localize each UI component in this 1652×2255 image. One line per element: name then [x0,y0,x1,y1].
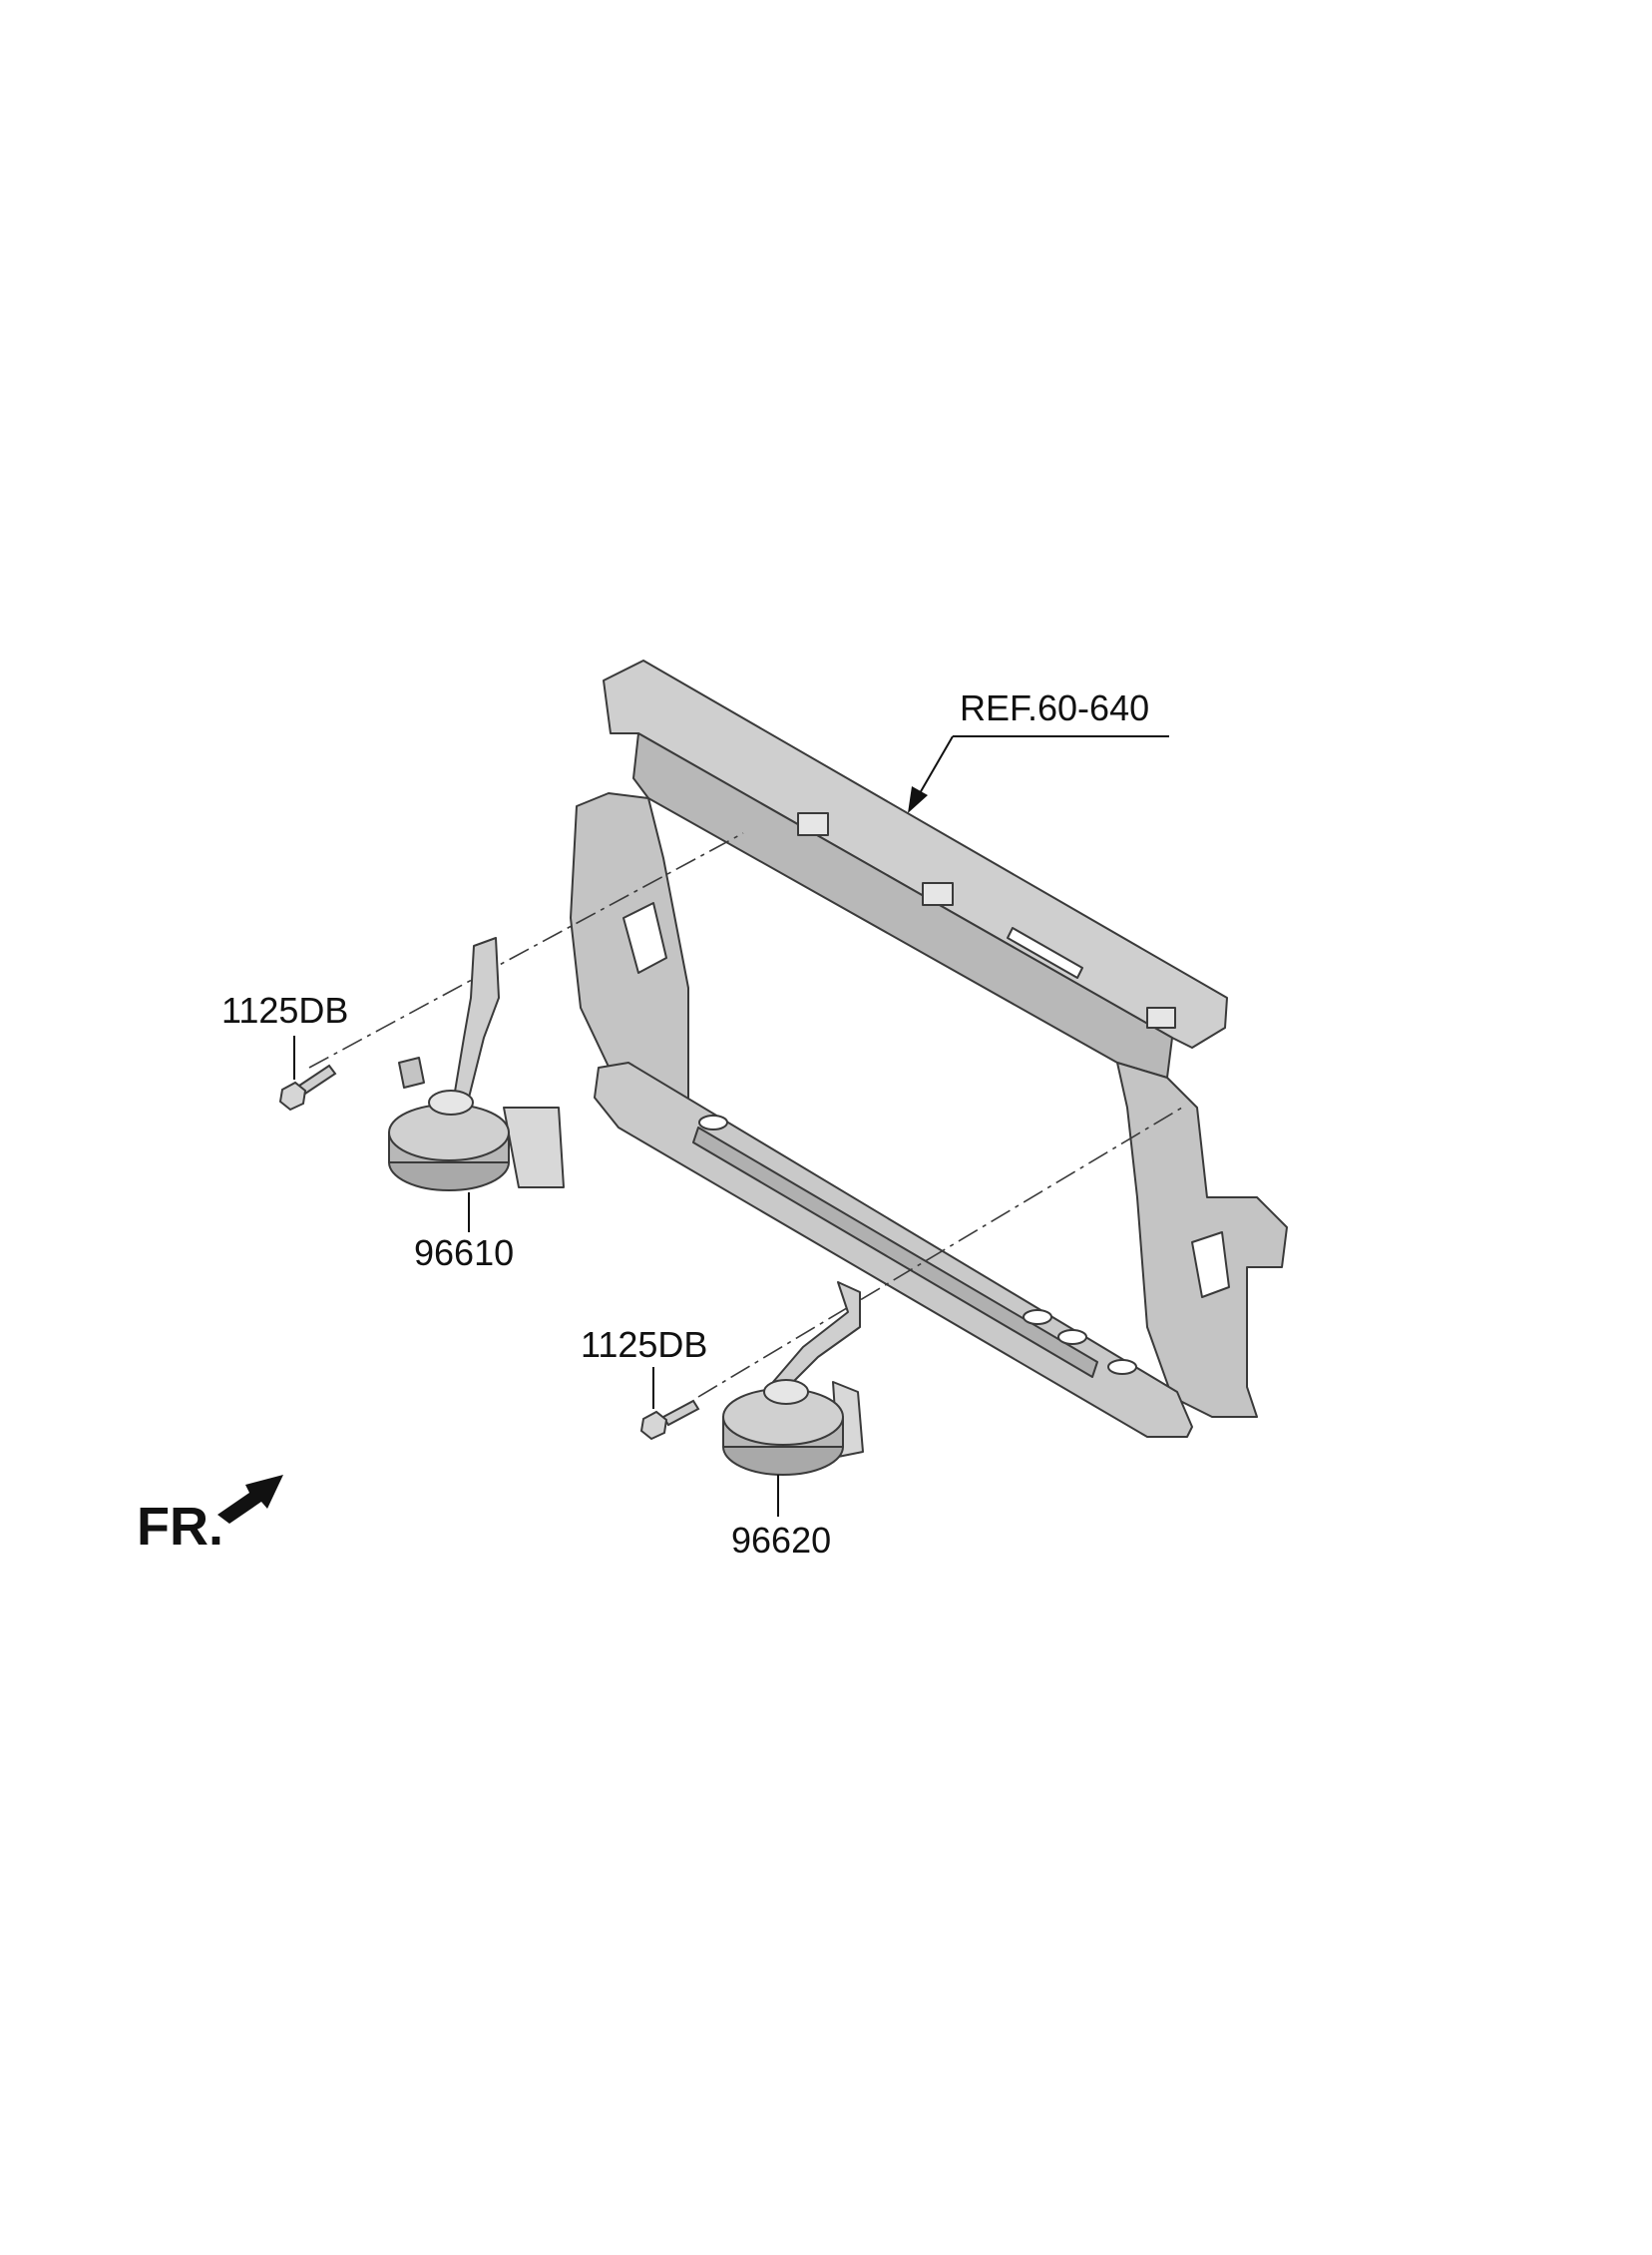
horn-right-label: 96620 [731,1520,831,1561]
horn-left-connector [398,1057,425,1089]
frame-top-bracket [797,812,829,836]
frame-right-pillar-hole [1191,1231,1230,1298]
front-arrow-icon [217,1475,283,1524]
mount-line-right [697,1107,1183,1398]
horn-left-cap [428,1090,474,1116]
mounting-lines [308,832,1183,1398]
bolt-right-label: 1125DB [581,1324,707,1365]
ref-label: REF.60-640 [960,687,1149,728]
frame-top-bracket [1146,1007,1176,1029]
frame-hole [1023,1309,1052,1325]
bolt-left [278,1064,337,1112]
frame-top-bracket [922,882,954,906]
horn-left-label: 96610 [414,1232,514,1273]
frame-hole [698,1115,728,1130]
horn-left-bracket [453,937,500,1099]
ref-leader [919,735,954,794]
bolt-left-head [278,1081,307,1112]
frame-top-slot [1007,927,1083,979]
frame-hole [1107,1359,1137,1375]
front-label: FR. [137,1497,223,1557]
radiator-support-frame [570,660,1288,1438]
ref-arrowhead [908,786,928,813]
frame-left-pillar-hole [622,902,667,974]
horn-right [722,1281,864,1476]
frame-hole [1057,1329,1087,1345]
bolt-right-head [639,1410,668,1441]
mount-line-left [308,832,744,1069]
horn-left [388,937,565,1191]
frame-bottom-beam-channel [692,1127,1098,1378]
bolt-right-shaft [661,1399,700,1427]
horn-right-bracket [772,1281,861,1388]
horn-left-mount-plate [503,1107,565,1188]
bolt-right [639,1399,700,1441]
horn-right-cap [763,1379,809,1405]
frame-top-beam [603,660,1228,1049]
frame-top-beam-face [632,732,1173,1079]
bolt-left-label: 1125DB [221,990,348,1031]
